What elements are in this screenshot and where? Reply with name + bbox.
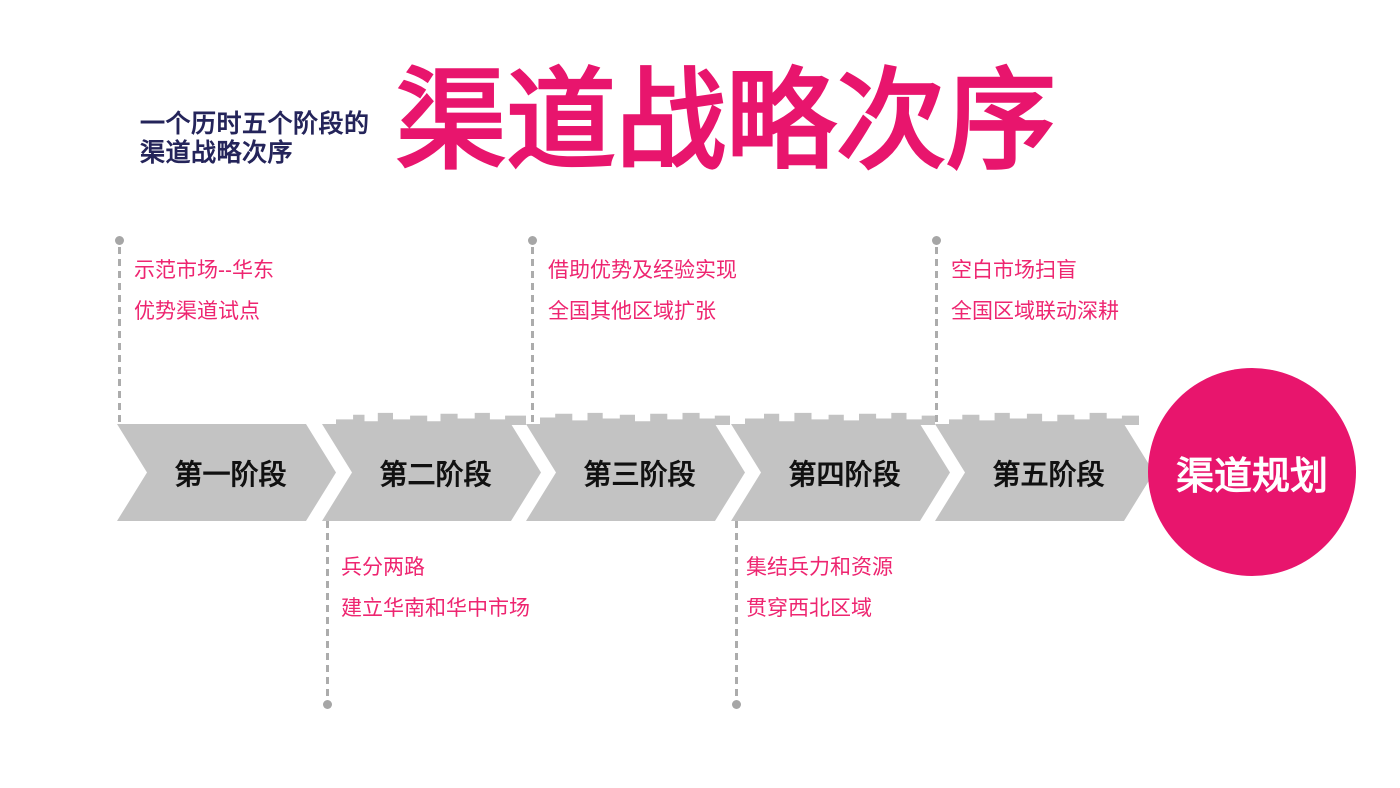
stage-arrow-2: 第二阶段 xyxy=(322,424,541,521)
stage-label: 第二阶段 xyxy=(379,458,492,490)
annotation-line: 示范市场--华东 xyxy=(134,259,274,282)
annotation-stage-4: 集结兵力和资源 贯穿西北区域 xyxy=(746,547,893,629)
connector-dashed-line xyxy=(935,247,938,424)
stage-label: 第一阶段 xyxy=(174,458,287,490)
jagged-shape-icon xyxy=(540,412,730,425)
arrow-top-artifact xyxy=(336,410,526,425)
annotation-line: 空白市场扫盲 xyxy=(951,259,1077,282)
stage-label: 第三阶段 xyxy=(583,458,696,490)
result-circle: 渠道规划 xyxy=(1148,368,1356,576)
connector-dot xyxy=(115,236,124,245)
annotation-line: 借助优势及经验实现 xyxy=(548,259,737,282)
connector-dashed-line xyxy=(118,247,121,424)
annotation-line: 集结兵力和资源 xyxy=(746,556,893,579)
connector-dot xyxy=(732,700,741,709)
stage-label: 第五阶段 xyxy=(992,458,1105,490)
stage-arrow-1: 第一阶段 xyxy=(117,424,336,521)
jagged-shape-icon xyxy=(336,412,526,425)
jagged-shape-icon xyxy=(745,412,935,425)
jagged-shape-icon xyxy=(949,412,1139,425)
connector-dashed-line xyxy=(326,521,329,699)
connector-dot xyxy=(932,236,941,245)
annotation-stage-1: 示范市场--华东 优势渠道试点 xyxy=(134,250,274,332)
result-label: 渠道规划 xyxy=(1175,455,1328,498)
annotation-line: 优势渠道试点 xyxy=(134,300,260,323)
annotation-stage-3: 借助优势及经验实现 全国其他区域扩张 xyxy=(548,250,737,332)
arrow-top-artifact xyxy=(745,410,935,425)
stage-label: 第四阶段 xyxy=(788,458,901,490)
annotation-line: 全国区域联动深耕 xyxy=(951,300,1119,323)
annotation-line: 贯穿西北区域 xyxy=(746,597,872,620)
stage-arrow-5: 第五阶段 xyxy=(935,424,1154,521)
annotation-stage-5: 空白市场扫盲 全国区域联动深耕 xyxy=(951,250,1119,332)
connector-dot xyxy=(323,700,332,709)
stage-arrow-3: 第三阶段 xyxy=(526,424,745,521)
arrow-top-artifact xyxy=(949,410,1139,425)
slide-subtitle: 一个历时五个阶段的 渠道战略次序 xyxy=(140,110,370,168)
annotation-line: 兵分两路 xyxy=(341,556,425,579)
connector-dashed-line xyxy=(531,247,534,424)
connector-dot xyxy=(528,236,537,245)
arrow-top-artifact xyxy=(540,410,730,425)
annotation-stage-2: 兵分两路 建立华南和华中市场 xyxy=(341,547,530,629)
subtitle-line-1: 一个历时五个阶段的 xyxy=(140,110,370,138)
stage-arrow-4: 第四阶段 xyxy=(731,424,950,521)
annotation-line: 建立华南和华中市场 xyxy=(341,597,530,620)
slide-title: 渠道战略次序 xyxy=(396,60,1056,183)
connector-dashed-line xyxy=(735,521,738,699)
subtitle-line-2: 渠道战略次序 xyxy=(140,139,294,167)
annotation-line: 全国其他区域扩张 xyxy=(548,300,716,323)
